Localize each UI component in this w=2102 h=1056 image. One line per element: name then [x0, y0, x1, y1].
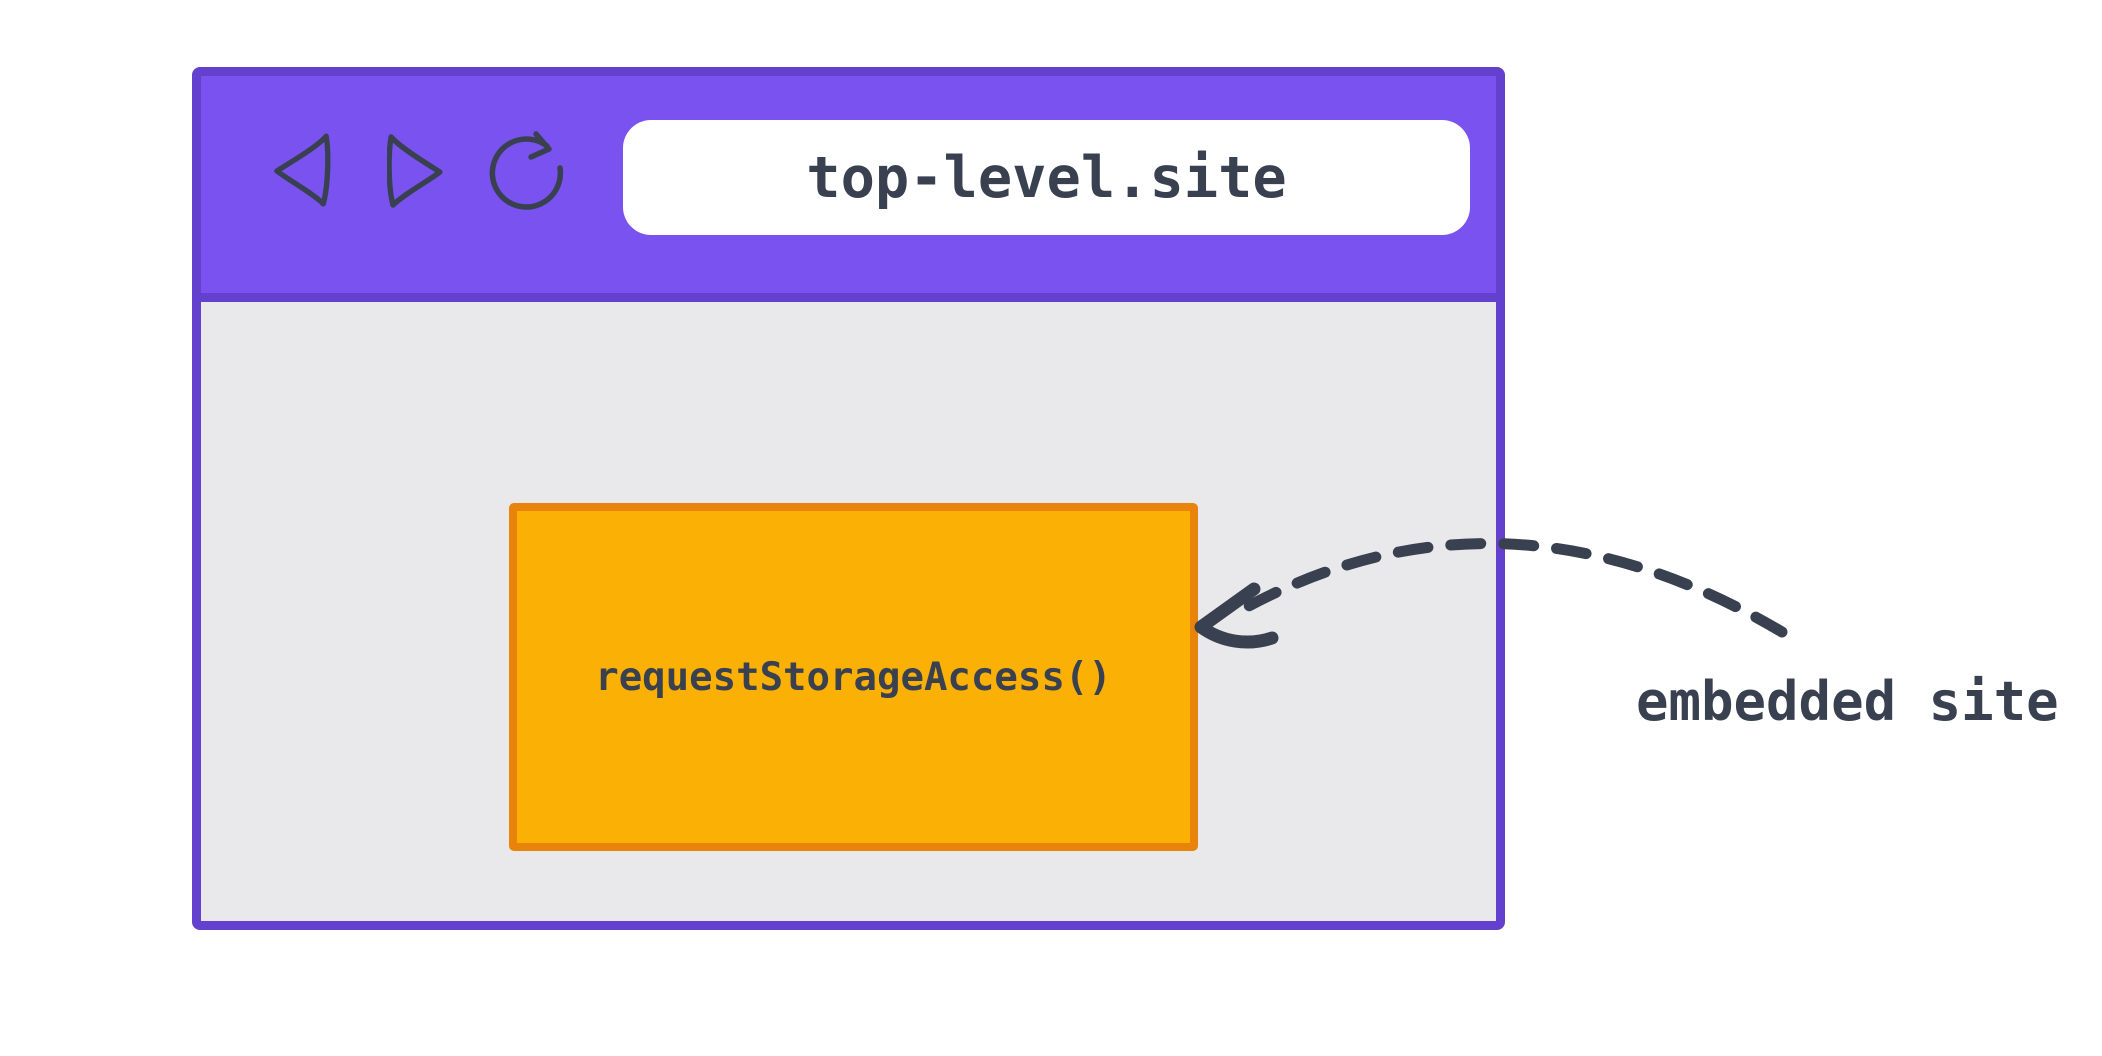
embedded-iframe-box: requestStorageAccess() — [509, 503, 1198, 851]
address-bar[interactable]: top-level.site — [623, 120, 1470, 235]
browser-viewport: requestStorageAccess() — [201, 302, 1496, 921]
browser-toolbar: top-level.site — [201, 76, 1496, 302]
back-icon[interactable] — [273, 131, 331, 209]
reload-icon[interactable] — [485, 129, 569, 211]
iframe-label: requestStorageAccess() — [595, 654, 1112, 700]
browser-window: top-level.site requestStorageAccess() — [192, 67, 1505, 930]
address-bar-url: top-level.site — [806, 144, 1287, 211]
embedded-site-label: embedded site — [1636, 670, 2059, 733]
forward-icon[interactable] — [387, 132, 444, 210]
